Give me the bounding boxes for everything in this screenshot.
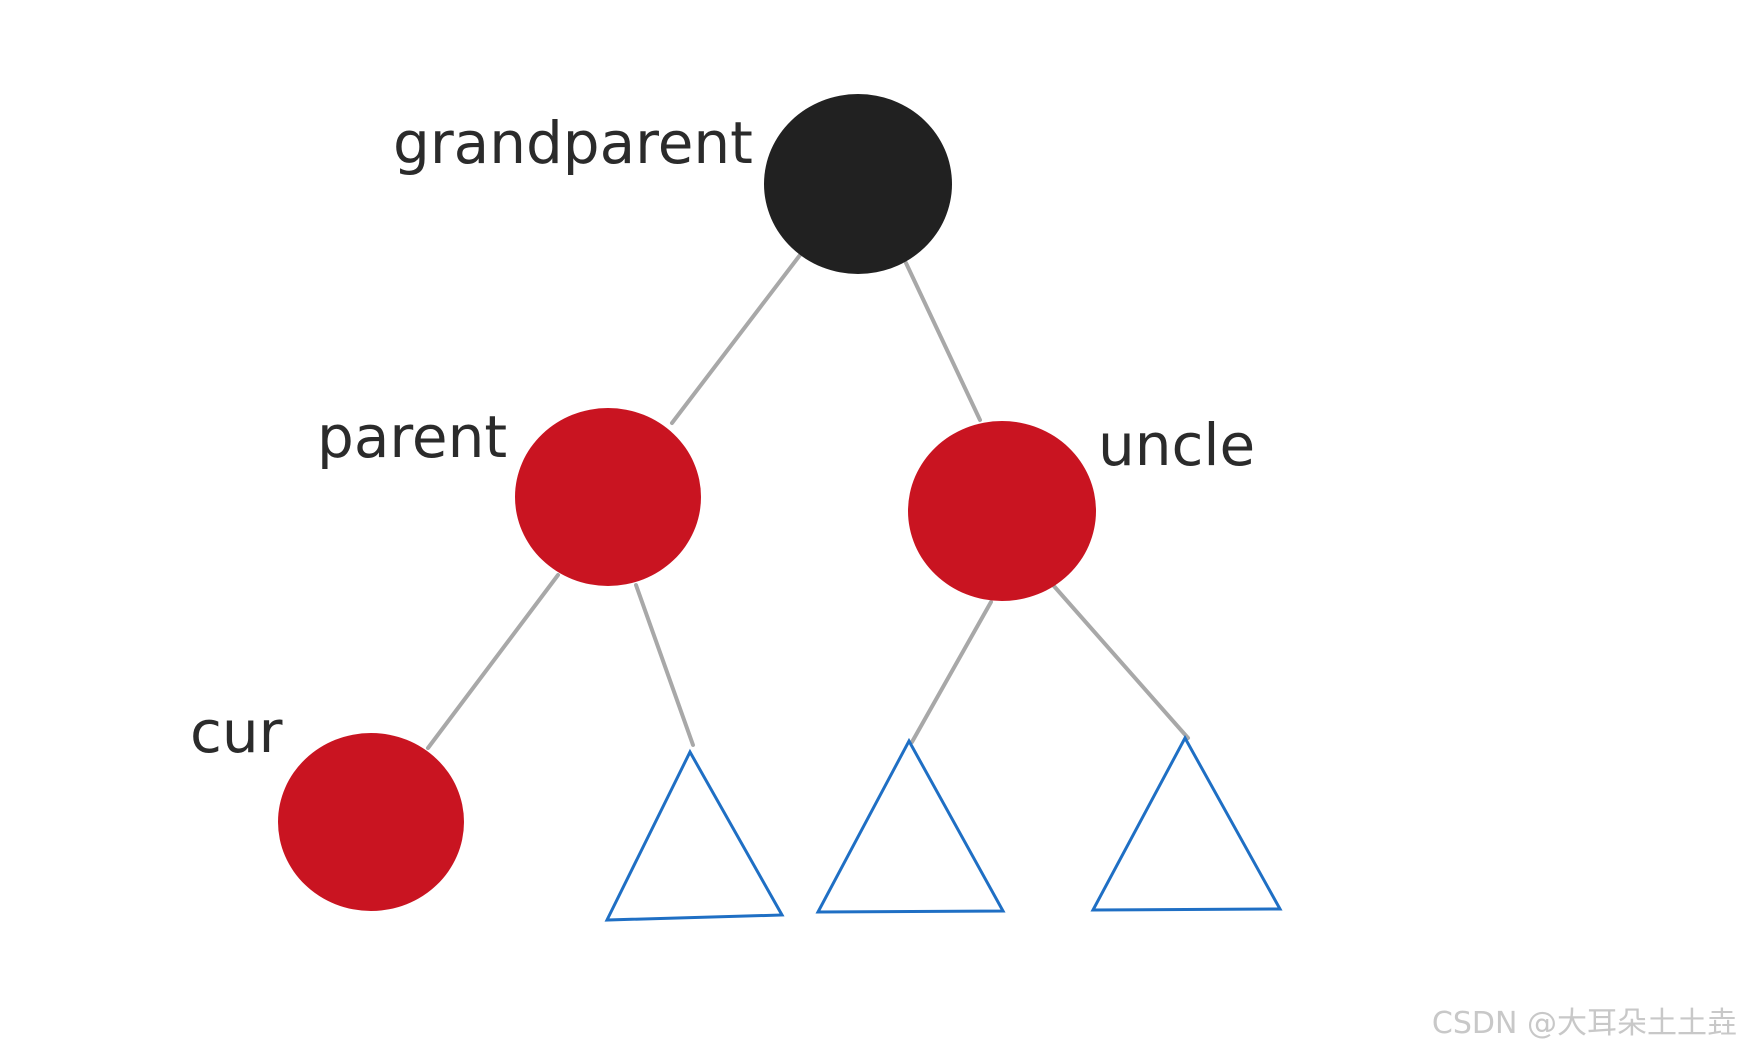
edge-uncle-left-subtree	[910, 600, 993, 744]
edge-uncle-right-subtree	[1051, 583, 1190, 740]
subtree-triangle-uncle-left	[815, 737, 1006, 914]
cur-label: cur	[190, 698, 283, 766]
parent-node	[515, 408, 701, 586]
uncle-node	[908, 421, 1096, 601]
csdn-watermark: CSDN @大耳朵土土垚	[1432, 1006, 1737, 1041]
uncle-label: uncle	[1098, 411, 1255, 479]
edge-grandparent-parent	[670, 253, 802, 425]
grandparent-label: grandparent	[393, 109, 753, 177]
subtree-triangle-parent-right	[604, 748, 785, 922]
edge-parent-right-subtree	[634, 583, 695, 747]
parent-label: parent	[317, 403, 507, 471]
edge-parent-cur	[426, 573, 560, 750]
edge-grandparent-uncle	[904, 261, 982, 422]
grandparent-node	[764, 94, 952, 274]
cur-node	[278, 733, 464, 911]
subtree-triangle-uncle-right	[1090, 734, 1283, 912]
